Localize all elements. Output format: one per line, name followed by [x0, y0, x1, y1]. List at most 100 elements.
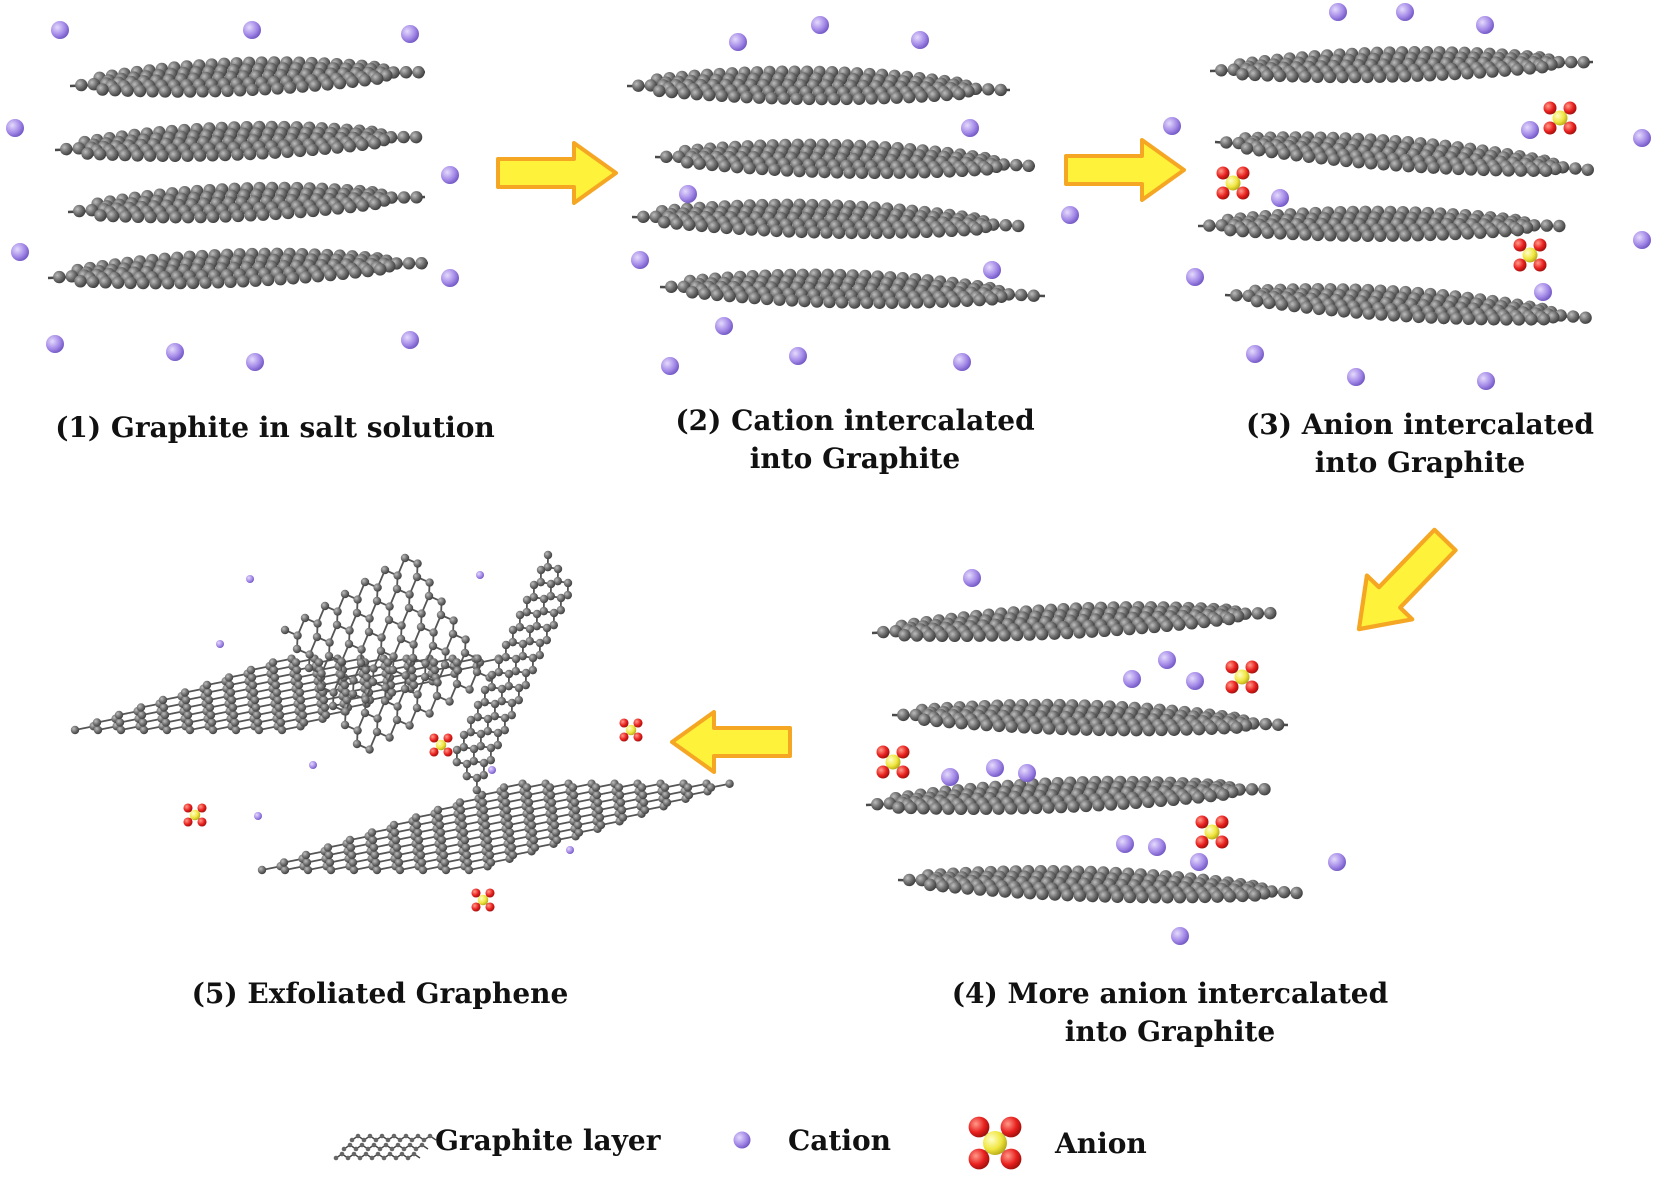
- graphite-layer: [69, 56, 426, 98]
- cation-sphere-icon: [1396, 3, 1414, 21]
- graphite-layer: [54, 120, 423, 162]
- anion-molecule-icon: [618, 717, 644, 743]
- cation-sphere-icon: [401, 331, 419, 349]
- cation-sphere-icon: [729, 33, 747, 51]
- block-arrow-icon: [496, 141, 618, 205]
- graphite-layer: [1209, 45, 1594, 84]
- step-4-caption-line2: into Graphite: [1064, 1015, 1276, 1048]
- cation-sphere-icon: [961, 119, 979, 137]
- anion-molecule-icon: [875, 744, 911, 780]
- step-3-caption-line1: (3) Anion intercalated: [1245, 408, 1595, 441]
- anion-molecule-icon: [969, 1117, 1022, 1170]
- cation-sphere-icon: [51, 21, 69, 39]
- cation-sphere-icon: [1186, 268, 1204, 286]
- graphite-layer: [865, 775, 1271, 815]
- cation-sphere-icon: [1190, 853, 1208, 871]
- cation-sphere-icon: [1018, 764, 1036, 782]
- block-arrow-icon: [1336, 518, 1467, 651]
- legend-cation-label: Cation: [788, 1124, 892, 1157]
- cation-sphere-icon: [986, 759, 1004, 777]
- cation-sphere-icon: [1633, 129, 1651, 147]
- anion-molecule-icon: [470, 887, 496, 913]
- anion-molecule-icon: [182, 802, 208, 828]
- cation-sphere-icon: [1186, 672, 1204, 690]
- cation-sphere-icon: [1476, 16, 1494, 34]
- cation-sphere-icon: [1271, 189, 1289, 207]
- cation-sphere-icon: [1477, 372, 1495, 390]
- graphite-layer: [47, 247, 429, 290]
- cation-sphere-icon: [488, 766, 496, 774]
- cation-sphere-icon: [941, 768, 959, 786]
- anion-molecule-icon: [428, 732, 454, 758]
- cation-sphere-icon: [166, 343, 184, 361]
- graphene-sheet: [452, 550, 573, 795]
- cation-sphere-icon: [811, 16, 829, 34]
- graphite-layer: [891, 698, 1289, 737]
- step-5-caption-line1: (5) Exfoliated Graphene: [191, 977, 569, 1010]
- step-3-caption-line2: into Graphite: [1314, 446, 1526, 479]
- cation-sphere-icon: [441, 269, 459, 287]
- cation-sphere-icon: [6, 119, 24, 137]
- step-1-caption-line1: (1) Graphite in salt solution: [55, 411, 495, 444]
- cation-sphere-icon: [631, 251, 649, 269]
- cation-sphere-icon: [733, 1131, 751, 1149]
- cation-sphere-icon: [246, 575, 254, 583]
- cation-sphere-icon: [441, 166, 459, 184]
- cation-sphere-icon: [1329, 3, 1347, 21]
- cation-sphere-icon: [401, 25, 419, 43]
- cation-sphere-icon: [243, 21, 261, 39]
- cation-sphere-icon: [566, 846, 574, 854]
- cation-sphere-icon: [1158, 651, 1176, 669]
- cation-sphere-icon: [1521, 121, 1539, 139]
- cation-sphere-icon: [476, 571, 484, 579]
- cation-sphere-icon: [1148, 838, 1166, 856]
- step-4-caption: (4) More anion intercalated into Graphit…: [890, 975, 1450, 1051]
- cation-sphere-icon: [216, 640, 224, 648]
- cation-sphere-icon: [1633, 231, 1651, 249]
- cation-sphere-icon: [1328, 853, 1346, 871]
- cation-sphere-icon: [911, 31, 929, 49]
- cation-sphere-icon: [1163, 117, 1181, 135]
- graphite-layer: [897, 865, 1303, 904]
- cation-sphere-icon: [963, 569, 981, 587]
- block-arrow-icon: [1064, 138, 1186, 202]
- cation-sphere-icon: [309, 761, 317, 769]
- cation-sphere-icon: [254, 812, 262, 820]
- cation-sphere-icon: [715, 317, 733, 335]
- anion-molecule-icon: [1512, 237, 1548, 273]
- graphite-layer: [67, 181, 426, 224]
- graphene-sheet: [280, 553, 494, 754]
- cation-sphere-icon: [1246, 345, 1264, 363]
- cation-sphere-icon: [1347, 368, 1365, 386]
- graphite-layer: [871, 601, 1277, 643]
- step-1-caption: (1) Graphite in salt solution: [40, 409, 510, 447]
- anion-molecule-icon: [1194, 814, 1230, 850]
- step-5-caption: (5) Exfoliated Graphene: [150, 975, 610, 1013]
- graphite-layer: [631, 198, 1025, 240]
- graphene-sheets: [70, 550, 734, 875]
- graphite-layer: [1224, 283, 1592, 326]
- cation-sphere-icon: [953, 353, 971, 371]
- cation-sphere-icon: [983, 261, 1001, 279]
- cation-sphere-icon: [46, 335, 64, 353]
- cation-sphere-icon: [1534, 283, 1552, 301]
- cation-sphere-icon: [679, 185, 697, 203]
- step-2-caption-line2: into Graphite: [749, 442, 961, 475]
- graphite-layer: [626, 65, 1011, 106]
- anion-molecule-icon: [1542, 100, 1578, 136]
- cation-sphere-icon: [246, 353, 264, 371]
- cation-sphere-icon: [1116, 835, 1134, 853]
- graphene-sheet: [257, 779, 734, 875]
- anion-molecule-icon: [1224, 659, 1260, 695]
- cation-sphere-icon: [1171, 927, 1189, 945]
- step-2-caption: (2) Cation intercalated into Graphite: [620, 402, 1090, 478]
- graphite-layer: [1198, 205, 1566, 242]
- step-3-caption: (3) Anion intercalated into Graphite: [1200, 406, 1640, 482]
- cation-sphere-icon: [1061, 206, 1079, 224]
- cation-sphere-icon: [1123, 670, 1141, 688]
- step-4-caption-line1: (4) More anion intercalated: [951, 977, 1389, 1010]
- cation-sphere-icon: [661, 357, 679, 375]
- anion-molecule-icon: [1215, 165, 1251, 201]
- graphite-layer: [1214, 131, 1594, 177]
